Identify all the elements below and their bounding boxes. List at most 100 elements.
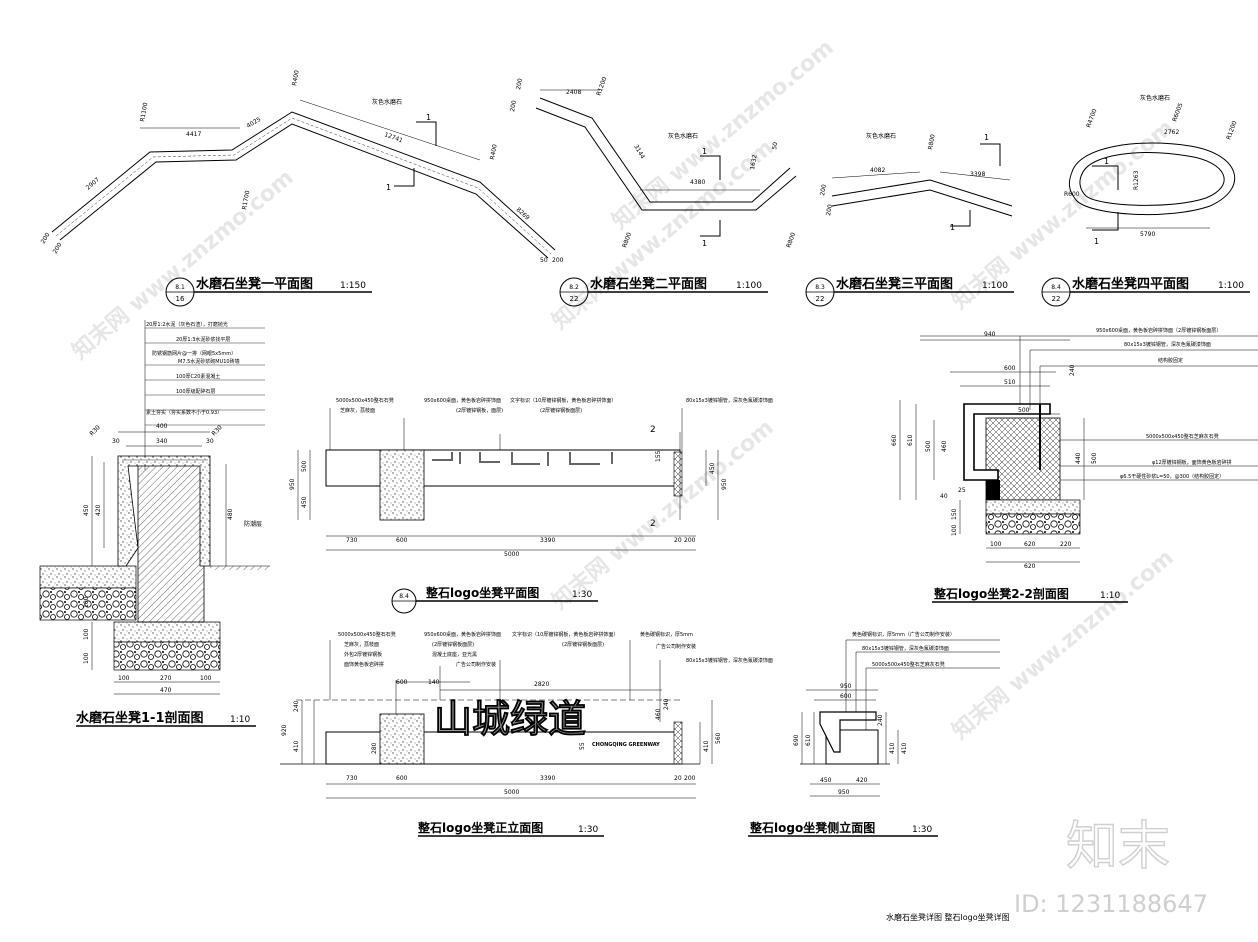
dim-label: 3390 — [540, 775, 555, 782]
material-note: 灰色水磨石 — [866, 132, 896, 140]
note: (2厚镀锌钢板面层) — [562, 641, 604, 648]
note: 80x15x3镀锌钢管，深灰色氟碳漆饰面 — [862, 645, 949, 652]
title: 水磨石坐凳三平面图 — [836, 276, 953, 292]
svg-text:知末网 www.znzmo.com: 知末网 www.znzmo.com — [67, 164, 298, 364]
dim-label: 610 — [907, 434, 914, 446]
dim-label: 100 — [83, 628, 90, 640]
logo-side-elevation: 黄色碳钢标识，厚5mm（广告公司制作安装） 80x15x3镀锌钢管，深灰色氟碳漆… — [793, 631, 1000, 797]
note: 文字标识（10厚镀锌钢板，黄色板岩碎拼饰面） — [510, 397, 616, 404]
marker-bottom: 22 — [570, 295, 579, 303]
dim-label: 410 — [703, 740, 710, 752]
dim-label: 200 — [509, 100, 518, 113]
dim-label: 450 — [83, 504, 90, 516]
logo-section-2-2: 950x600桌面，黄色板岩碎拼饰面（2厚镀锌钢板面层） 80x15x3镀锌钢管… — [891, 327, 1258, 570]
dim-label: 5790 — [1140, 231, 1155, 238]
cut-label: 1 — [386, 183, 391, 192]
layer-note: 20厚1:3水泥砂浆找平层 — [176, 336, 230, 343]
material-note: 灰色水磨石 — [1140, 94, 1170, 102]
plan-3-labels: 4082 3398 R800 灰色水磨石 200 200 1 1 — [819, 132, 989, 232]
logo-subtext: CHONGQING GREENWAY — [592, 742, 660, 748]
title-plan-3: 8.3 22 水磨石坐凳三平面图 1:100 — [805, 276, 1014, 307]
dim-label: 220 — [1060, 541, 1072, 548]
dim-label: 100 — [118, 675, 130, 682]
dim-label: R1200 — [1225, 120, 1238, 141]
plan-3 — [831, 143, 1013, 227]
layer-note: 20厚1:2水泥（灰色石渣），打磨抛光 — [146, 321, 228, 328]
title-logo-plan: 8.4 整石logo坐凳平面图 1:30 — [391, 585, 598, 614]
note: 面饰黄色板岩碎拼 — [344, 661, 384, 668]
dim-label: 150 — [951, 508, 958, 520]
dim-label: 30 — [206, 438, 214, 445]
dim-label: 690 — [793, 734, 800, 746]
dim-label: R1200 — [595, 76, 608, 97]
dim-label: 270 — [160, 675, 172, 682]
plan-1 — [51, 99, 556, 259]
dim-label: 410 — [293, 740, 300, 752]
dim-label: 600 — [396, 679, 408, 686]
brand-watermark: 知末 — [1066, 817, 1170, 877]
dim-label: 4025 — [246, 116, 263, 130]
dim-label: 510 — [1004, 379, 1016, 386]
note: 80x15x3镀锌钢管，深灰色氟碳漆饰面 — [686, 657, 773, 664]
note: 黄色碳钢标识，厚5mm（广告公司制作安装） — [852, 631, 955, 638]
dim-label: R800 — [621, 231, 633, 248]
dim-label: 240 — [1069, 364, 1076, 376]
title: 水磨石坐凳1-1剖面图 — [76, 710, 204, 726]
note: 芝麻灰，荔枝面 — [344, 641, 379, 648]
note: 黄色碳钢标识，厚5mm — [640, 631, 693, 638]
dim-label: 2907 — [85, 176, 101, 191]
dim-label: 450 — [301, 496, 308, 508]
dim-label: 340 — [156, 438, 168, 445]
dim-label: 440 — [1075, 452, 1082, 464]
dim-label: 460 — [655, 708, 662, 720]
dim-label: 5000 — [504, 789, 519, 796]
svg-text:知末网 www.znzmo.com: 知末网 www.znzmo.com — [607, 34, 838, 234]
layer-note: 100厚级配碎石层 — [176, 388, 216, 395]
note: 混凝土底座，亚光黑 — [432, 651, 477, 658]
dim-label: 40 — [940, 493, 948, 500]
logo-front-elevation: 山城绿道 CHONGQING GREENWAY 5000x500x450整石石凳… — [280, 631, 773, 799]
note: 80x15x3镀锌钢管，深灰色氟碳漆饰面 — [1124, 341, 1211, 348]
material-note: 灰色水磨石 — [372, 98, 402, 106]
dim-label: 200 — [825, 204, 834, 217]
dim-label: R30 — [88, 424, 101, 437]
dim-label: 4417 — [186, 131, 201, 138]
svg-text:知末网 www.znzmo.com: 知末网 www.znzmo.com — [547, 414, 778, 614]
title-plan-2: 8.2 22 水磨石坐凳二平面图 1:100 — [559, 276, 768, 307]
dim-label: 50 — [540, 257, 548, 264]
note: 5000x500x450整石石凳 — [338, 631, 396, 638]
cut-label: 1 — [984, 133, 989, 142]
dim-label: R1700 — [241, 190, 251, 211]
title-plan-4: 8.4 22 水磨石坐凳四平面图 1:100 — [1041, 276, 1250, 307]
dim-label: 950 — [838, 789, 850, 796]
scale: 1:150 — [340, 281, 366, 291]
sheet-name: 水磨石坐凳详图 整石logo坐凳详图 — [886, 912, 1010, 922]
note: (2厚镀锌钢板面层) — [540, 407, 582, 414]
dim-label: 600 — [396, 537, 408, 544]
title: 水磨石坐凳一平面图 — [196, 276, 313, 292]
annotation: 防潮层 — [244, 520, 262, 528]
title: 水磨石坐凳二平面图 — [590, 276, 707, 292]
dim-label: 3144 — [632, 144, 646, 161]
note: 外包2厚镀锌钢板 — [344, 651, 382, 658]
dim-label: 560 — [715, 732, 722, 744]
layer-note: 100厚C20素混凝土 — [176, 373, 220, 380]
dim-label: R400 — [291, 70, 301, 87]
title-plan-1: 8.1 16 水磨石坐凳一平面图 1:150 — [165, 276, 372, 307]
dim-label: 200 — [684, 775, 696, 782]
layer-note: M7.5水泥砂浆砌MU10砖墙 — [178, 358, 240, 365]
title-logo-2-2: 整石logo坐凳2-2剖面图 1:10 — [932, 586, 1128, 603]
marker-bottom: 22 — [1052, 295, 1061, 303]
cut-label: 2 — [650, 425, 656, 435]
cut-label: 1 — [1094, 237, 1099, 246]
dim-label: R800 — [927, 134, 937, 151]
dim-label: 100 — [951, 524, 958, 536]
dim-label: 200 — [40, 231, 52, 245]
scale: 1:100 — [982, 281, 1008, 291]
dim-label: 500 — [1091, 452, 1098, 464]
dim-label: R30 — [210, 424, 223, 437]
dim-label: 200 — [52, 241, 64, 255]
dim-label: 500 — [301, 460, 308, 472]
note: 文字标识（10厚镀锌钢板，黄色板岩碎拼饰面） — [512, 631, 618, 638]
cut-label: 1 — [426, 113, 431, 122]
